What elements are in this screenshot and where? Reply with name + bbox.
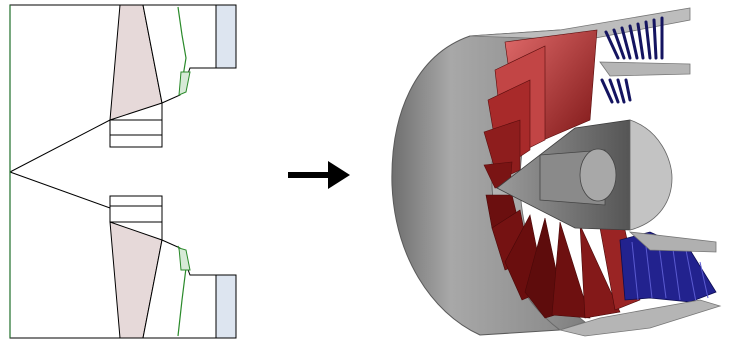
cross-section-diagram [9,4,237,339]
lower-hub-strip [109,195,163,207]
upper-outlet [215,4,237,69]
upper-stator-vanes [600,16,664,104]
casing-mid-bottom [628,231,717,253]
fan-blade [551,221,591,319]
upper-hub-strip [109,134,163,148]
upper-hub-block [109,119,163,136]
upper-blade-tip [178,71,191,96]
lower-blade-tip [178,247,191,271]
fan-blade [579,224,621,319]
turbofan-3d-render [391,7,722,337]
hub-bore [579,148,617,202]
casing-mid-top [599,61,691,77]
lower-hub-block [109,205,163,223]
core-inner-duct [629,119,673,231]
right-arrow [288,161,350,189]
fan-blades [483,29,641,319]
casing-bottom [558,299,722,337]
lower-outlet [215,274,237,339]
